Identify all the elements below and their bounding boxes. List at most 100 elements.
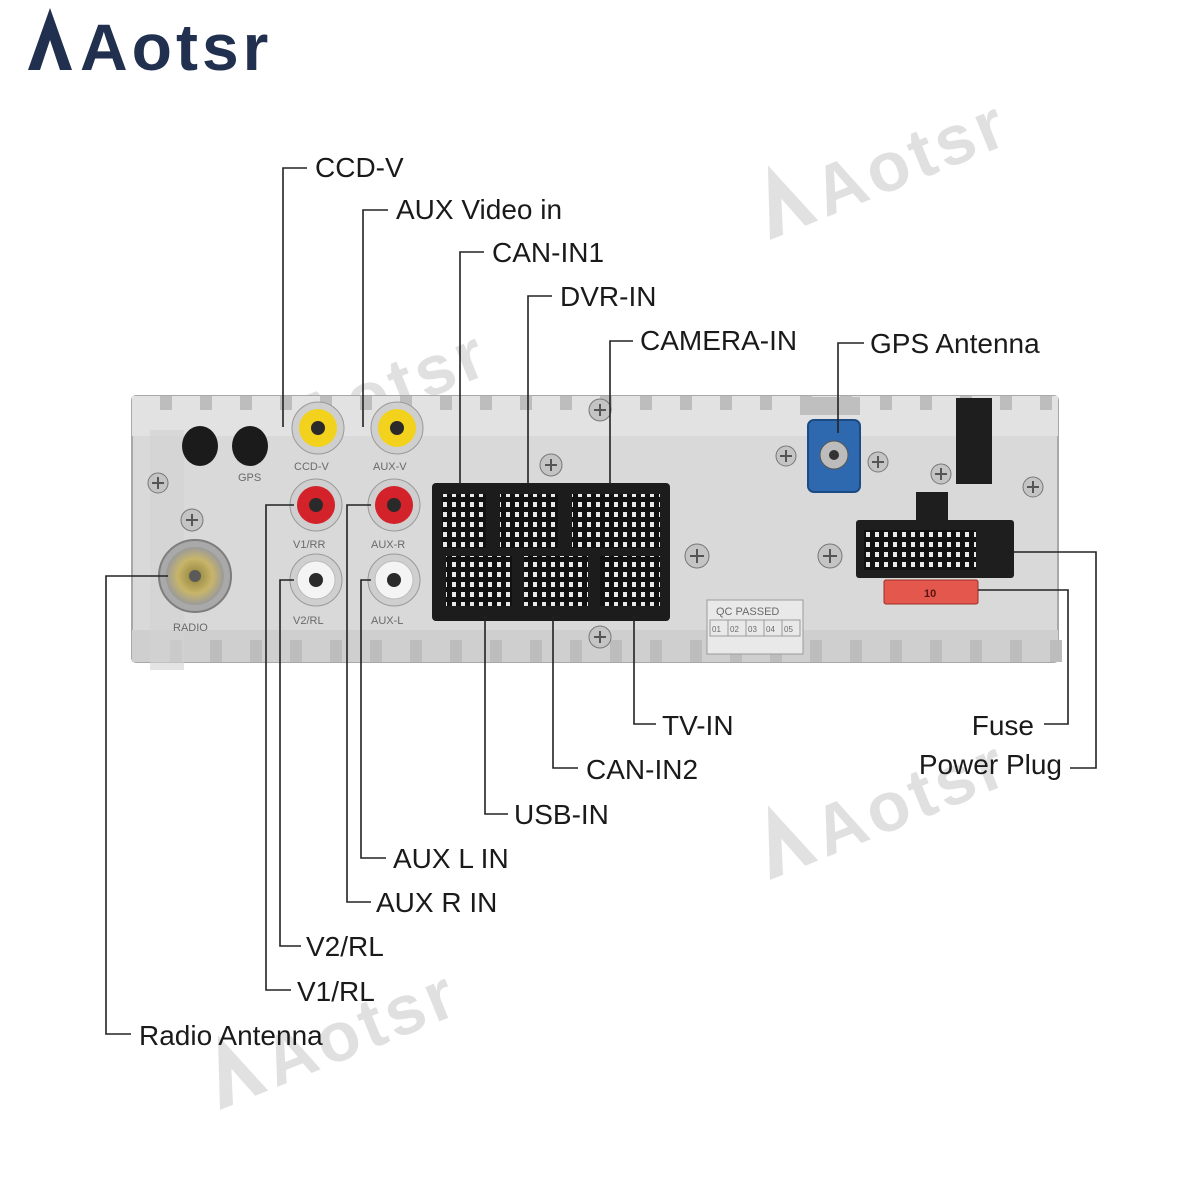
label-aux-r-in: AUX R IN <box>376 887 497 918</box>
gps-bracket <box>800 397 860 415</box>
label-ccd-v: CCD-V <box>315 152 404 183</box>
leader-v1-rl <box>265 504 294 991</box>
rca-jacks: CCD-V AUX-V V1/RR AUX-R V2/RL <box>289 401 424 627</box>
aux-v-marking: AUX-V <box>373 461 407 473</box>
aux-r-marking: AUX-R <box>371 539 405 551</box>
label-usb-in: USB-IN <box>514 799 609 830</box>
chassis-notch <box>930 640 942 662</box>
can-in1-port <box>442 494 486 548</box>
leader-usb-in <box>484 616 508 815</box>
leader-can-in2 <box>552 616 578 769</box>
screw-icon <box>588 398 612 422</box>
fuse: 10 <box>883 579 979 605</box>
chassis-notch <box>290 640 302 662</box>
leader-can-in1 <box>459 251 484 485</box>
brand-logo: Aotsr <box>28 8 272 84</box>
chassis-notch <box>1010 640 1022 662</box>
leader-fuse <box>978 589 1069 725</box>
tv-in-port <box>600 556 660 606</box>
gps-jack-1 <box>182 426 218 466</box>
chassis-bottom-notches <box>170 640 1062 662</box>
can-in2-port <box>524 556 588 606</box>
power-plug-pins <box>864 530 976 570</box>
label-dvr-in: DVR-IN <box>560 281 656 312</box>
label-aux-l-in: AUX L IN <box>393 843 509 874</box>
qc-cell-label: 03 <box>748 625 757 634</box>
screw-icon <box>817 543 843 569</box>
label-tv-in: TV-IN <box>662 710 734 741</box>
watermark-triangle-icon <box>217 1035 269 1110</box>
leader-v2-rl <box>279 579 301 947</box>
fuse-rating: 10 <box>924 588 936 600</box>
gps-jacks: GPS <box>182 426 268 484</box>
multi-pin-connector-block <box>432 483 670 621</box>
label-aux-video-in: AUX Video in <box>396 194 562 225</box>
qc-cell <box>781 619 801 637</box>
v2-rl-marking: V2/RL <box>293 615 324 627</box>
chassis-notch <box>240 396 252 410</box>
chassis-notch <box>210 640 222 662</box>
watermark-triangle-icon <box>767 165 819 240</box>
screw-icon <box>147 472 169 494</box>
chassis-notch <box>160 396 172 410</box>
chassis-notch <box>890 640 902 662</box>
aux-l-marking: AUX-L <box>371 615 403 627</box>
chassis-notch <box>1040 396 1052 410</box>
chassis-notch <box>1050 640 1062 662</box>
dvr-in-port <box>500 494 558 548</box>
qc-cell-label: 05 <box>784 625 793 634</box>
rca-aux-r-jack <box>367 478 421 532</box>
chassis-notch <box>880 396 892 410</box>
label-v2-rl: V2/RL <box>306 931 384 962</box>
usb-in-port <box>446 556 512 606</box>
leader-aux-l-in <box>360 579 386 859</box>
gps-antenna-connector <box>800 397 861 493</box>
screw-icon <box>588 625 612 649</box>
rca-v1-rr-jack <box>289 478 343 532</box>
chassis-notch <box>570 640 582 662</box>
chassis-notch <box>610 640 622 662</box>
screw-icon <box>775 445 797 467</box>
chassis-notch <box>920 396 932 410</box>
logo-triangle-icon <box>28 8 72 70</box>
label-gps-antenna: GPS Antenna <box>870 328 1040 359</box>
watermark-text: Aotsr <box>802 83 1019 231</box>
fuse-body <box>883 579 979 605</box>
chassis-notch <box>520 396 532 410</box>
brand-logo-text: Aotsr <box>80 10 272 84</box>
radio-marking: RADIO <box>173 622 208 634</box>
power-plug-clip <box>956 398 992 484</box>
screw-icon <box>930 463 952 485</box>
chassis-notch <box>280 396 292 410</box>
screw-icon <box>180 508 204 532</box>
chassis-notch <box>650 640 662 662</box>
label-v1-rl: V1/RL <box>297 976 375 1007</box>
rca-v2-rl-jack <box>289 553 343 607</box>
chassis-notch <box>690 640 702 662</box>
leader-lines <box>105 167 1097 1035</box>
leader-dvr-in <box>527 295 552 485</box>
label-radio-antenna: Radio Antenna <box>139 1020 323 1051</box>
power-plug-latch <box>916 492 948 522</box>
label-power-plug: Power Plug <box>919 749 1062 780</box>
gps-marking: GPS <box>238 472 261 484</box>
chassis-notch <box>1000 396 1012 410</box>
chassis-notch <box>680 396 692 410</box>
chassis-notch <box>360 396 372 410</box>
leader-aux-video-in <box>362 209 388 427</box>
camera-in-port <box>572 494 660 548</box>
chassis-notch <box>250 640 262 662</box>
label-camera-in: CAMERA-IN <box>640 325 797 356</box>
qc-cell-label: 01 <box>712 625 721 634</box>
chassis-notch <box>330 640 342 662</box>
watermark-text: Aotsr <box>802 723 1019 871</box>
chassis-notch <box>850 640 862 662</box>
v1-rr-marking: V1/RR <box>293 539 325 551</box>
leader-ccd-v <box>282 167 307 427</box>
watermark-triangle-icon <box>767 805 819 880</box>
leader-camera-in <box>609 340 633 485</box>
radio-antenna-socket: RADIO <box>158 539 232 634</box>
screws <box>147 398 1044 649</box>
